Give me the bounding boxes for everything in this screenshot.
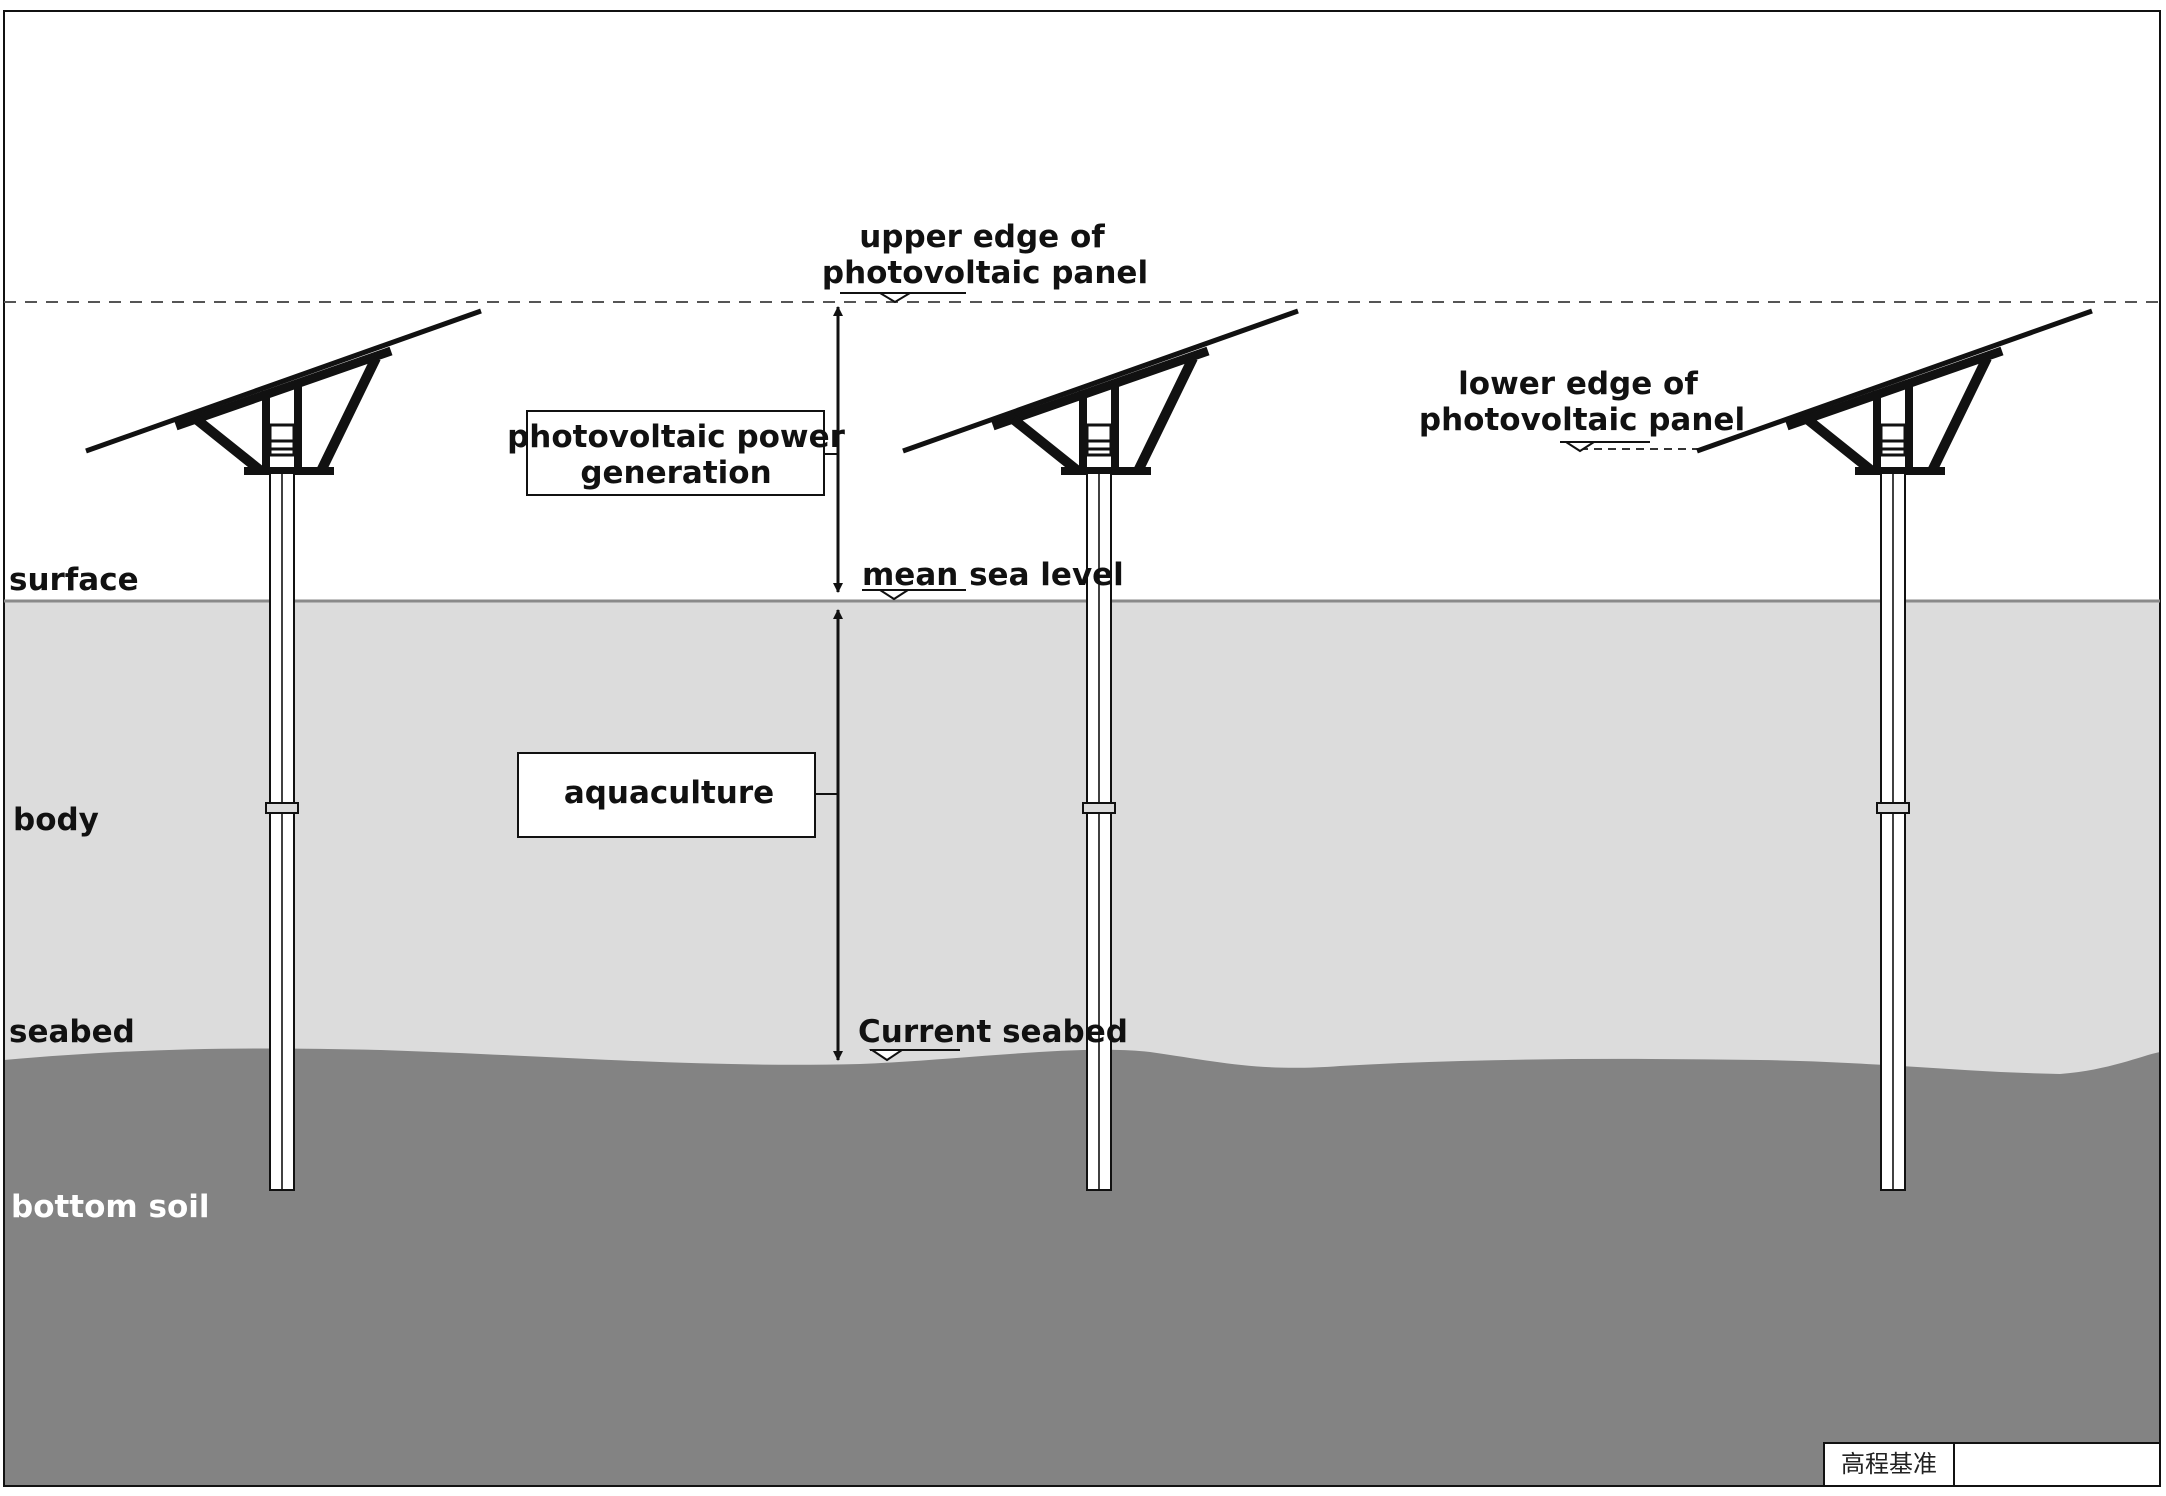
layer-seabed-label: seabed [9,1014,135,1050]
current-seabed-marker [868,1049,960,1062]
drawing-frame [3,10,2161,1487]
aquaculture-box [517,752,816,838]
aquaculture-label: aquaculture [564,775,774,811]
upper-edge-label-line2: photovoltaic panel [822,255,1148,291]
current-seabed-label: Current seabed [858,1014,1128,1050]
pv-zone-box [526,410,825,496]
lower-edge-label-line2: photovoltaic panel [1419,402,1745,438]
upper-edge-marker [840,292,966,304]
upper-edge-label-line1: upper edge of [859,219,1105,255]
title-block-label: 高程基准 [1841,1450,1937,1478]
lower-edge-label-line1: lower edge of [1458,366,1698,402]
layer-body-label: body [13,802,99,838]
lower-edge-marker [1560,441,1650,453]
mean-sea-level-label: mean sea level [862,557,1124,593]
layer-bottom-soil-label: bottom soil [11,1189,210,1225]
seabed-soil [4,1048,2160,1486]
pv-zone-label-line1: photovoltaic power [507,419,845,455]
layer-surface-label: surface [9,562,139,598]
pv-zone-label-line2: generation [580,455,771,491]
title-block: 高程基准 [1823,1442,2161,1487]
mean-sea-level-marker [862,589,966,601]
